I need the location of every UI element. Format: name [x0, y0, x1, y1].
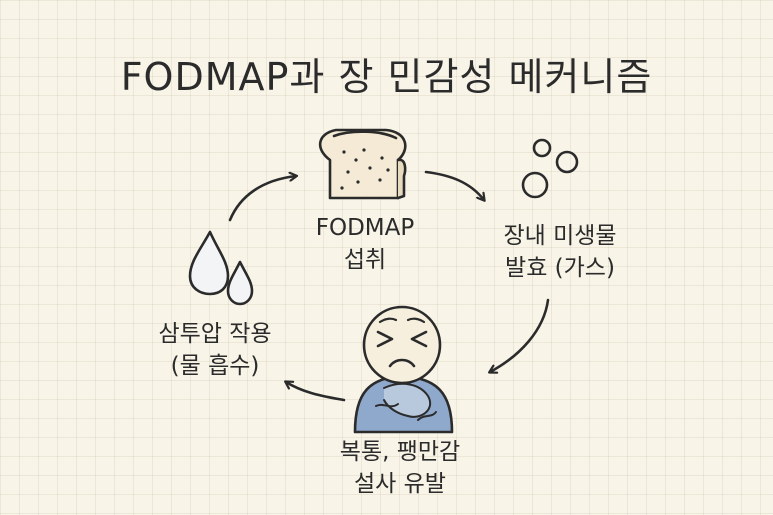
arrow-symptoms-to-osmotic — [286, 382, 346, 402]
step-microbial-fermentation: 장내 미생물 발효 (가스) — [455, 220, 665, 284]
step-intake-line1: FODMAP — [315, 215, 415, 241]
arrow-fermentation-to-symptoms — [490, 298, 550, 372]
step-fermentation-line2: 발효 (가스) — [505, 255, 615, 281]
step-intake-line2: 섭취 — [343, 247, 387, 273]
step-osmotic-effect: 삼투압 작용 (물 흡수) — [120, 318, 310, 382]
step-symptoms-line1: 복통, 팽만감 — [339, 439, 461, 465]
stomach-ache-person-icon — [353, 305, 454, 434]
step-osmotic-line1: 삼투압 작용 — [158, 321, 272, 347]
step-symptoms-line2: 설사 유발 — [354, 471, 446, 497]
arrow-intake-to-fermentation — [424, 170, 484, 200]
step-osmotic-line2: (물 흡수) — [170, 353, 260, 379]
step-fodmap-intake: FODMAP 섭취 — [280, 212, 450, 276]
step-symptoms: 복통, 팽만감 설사 유발 — [295, 436, 505, 500]
gas-bubbles-icon — [521, 138, 579, 199]
bread-icon — [318, 128, 407, 200]
diagram-title: FODMAP과 장 민감성 메커니즘 — [120, 55, 653, 99]
arrow-osmotic-to-intake — [228, 176, 296, 222]
water-drops-icon — [188, 230, 254, 306]
step-fermentation-line1: 장내 미생물 — [503, 223, 617, 249]
